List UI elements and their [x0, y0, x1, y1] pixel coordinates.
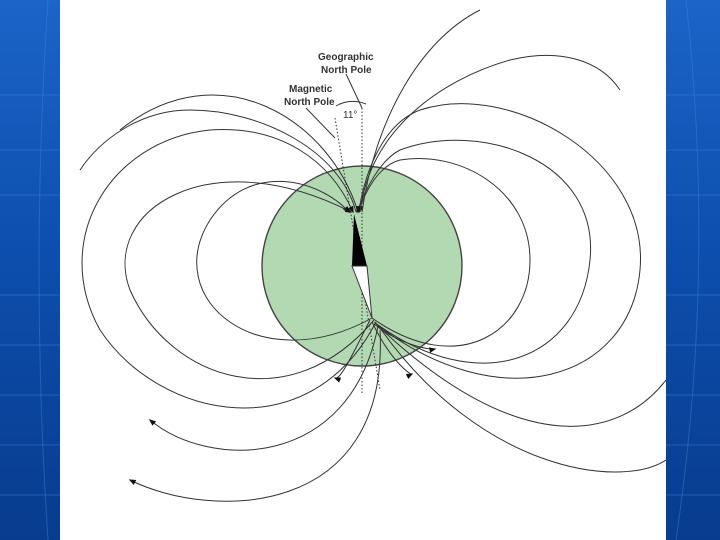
- right-panel-grid: [666, 0, 720, 540]
- right-decorative-panel: [666, 0, 720, 540]
- geographic-pointer: [346, 74, 362, 108]
- magnetic-pointer: [306, 108, 335, 138]
- left-decorative-panel: [0, 0, 60, 540]
- slide-content: Geographic North Pole Magnetic North Pol…: [60, 0, 666, 540]
- field-line-right-5: [380, 328, 666, 472]
- geographic-label-line1: Geographic: [318, 52, 374, 63]
- geographic-label-line2: North Pole: [321, 65, 372, 76]
- left-panel-grid: [0, 0, 60, 540]
- angle-arc: [336, 101, 366, 106]
- magnetic-field-diagram: Geographic North Pole Magnetic North Pol…: [60, 0, 666, 540]
- magnetic-label-line1: Magnetic: [289, 84, 333, 95]
- angle-label: 11°: [343, 110, 357, 121]
- magnetic-label-line2: North Pole: [284, 97, 335, 108]
